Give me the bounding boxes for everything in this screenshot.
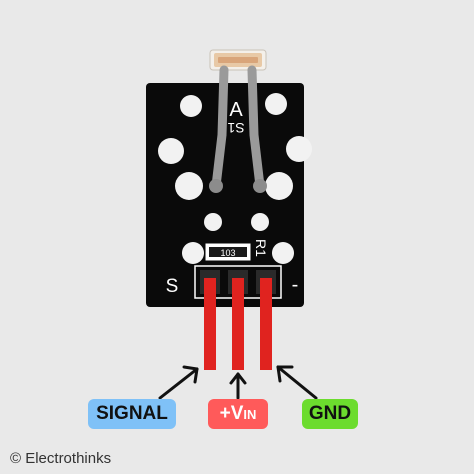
pin-vin: [228, 270, 248, 370]
arrow-gnd-icon: [276, 365, 318, 400]
vin-label-suffix: IN: [243, 406, 257, 422]
copyright-credit: © Electrothinks: [10, 450, 112, 467]
resistor: 103: [205, 243, 251, 261]
pin-gnd: [256, 270, 276, 370]
vin-label-prefix: +V: [219, 403, 244, 424]
pin-signal: [200, 270, 220, 370]
arrow-signal-icon: [158, 365, 199, 400]
sensor-marker-text: A: [229, 99, 243, 121]
gnd-label-text: GND: [308, 403, 352, 424]
sensor-designator-text: S1: [227, 120, 244, 136]
photoresistor-icon: [209, 49, 267, 71]
arrow-vin-icon: [229, 372, 247, 400]
header-pins: [200, 270, 276, 370]
gnd-label: GND: [302, 399, 358, 429]
pin-signal-mark: S: [166, 276, 179, 297]
resistor-designator-text: R1: [253, 239, 269, 257]
resistor-code-text: 103: [220, 248, 235, 258]
ldr-solder-left: [209, 179, 223, 193]
pin-gnd-mark: -: [292, 274, 299, 296]
signal-label: SIGNAL: [88, 399, 176, 429]
ldr-solder-right: [253, 179, 267, 193]
board-holes: [158, 93, 312, 264]
photoresistor-legs: [211, 65, 265, 191]
signal-label-text: SIGNAL: [96, 403, 168, 424]
